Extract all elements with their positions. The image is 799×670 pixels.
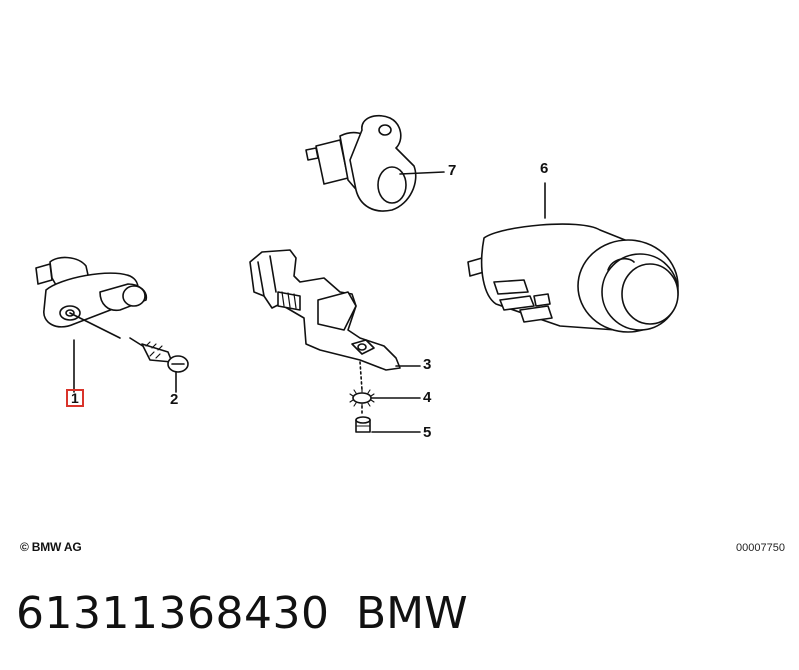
part-number: 61311368430 [16, 588, 330, 639]
door-contact-switch-drawing [35, 256, 148, 393]
callout-2[interactable]: 2 [170, 391, 179, 408]
socket-drawing [305, 114, 445, 212]
washer-drawing [349, 388, 421, 408]
bracket-drawing [249, 249, 421, 391]
callout-4[interactable]: 4 [423, 389, 432, 406]
callout-3[interactable]: 3 [423, 356, 432, 373]
brand-name: BMW [356, 588, 468, 639]
callout-6[interactable]: 6 [540, 160, 549, 177]
callout-7[interactable]: 7 [448, 162, 457, 179]
lighter-drawing [467, 182, 679, 333]
copyright-notice: © BMW AG [20, 540, 82, 554]
callout-5[interactable]: 5 [423, 424, 432, 441]
bolt-drawing [355, 405, 421, 433]
screw-drawing [129, 337, 189, 393]
callout-1[interactable]: 1 [66, 389, 84, 407]
image-code: 00007750 [736, 542, 785, 554]
